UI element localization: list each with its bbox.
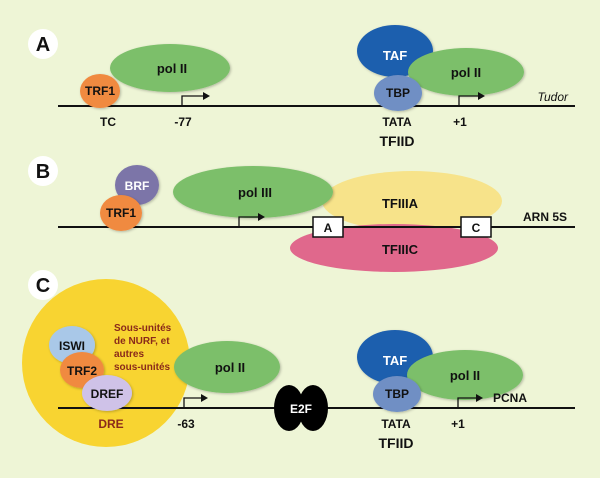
pol-ii-right-a [408, 48, 524, 96]
taf-a-label: TAF [383, 48, 407, 63]
tss-arrow-c-left-icon [183, 394, 208, 408]
box-c-label: C [472, 221, 481, 235]
trf1-b [100, 195, 142, 231]
panel-c-letter: C [36, 275, 50, 297]
nurf-circle [22, 279, 190, 447]
gene-tudor: Tudor [538, 90, 569, 104]
trf2-label: TRF2 [67, 364, 97, 378]
panel-b-badge [28, 156, 58, 186]
e2f-label: E2F [290, 402, 312, 416]
pol-ii-right-c [407, 350, 523, 400]
tss-arrow-a-right-icon [458, 92, 485, 106]
iswi-label: ISWI [59, 339, 85, 353]
pol-ii-left-c [174, 341, 280, 393]
panel-b-letter: B [36, 161, 50, 183]
panel-c-badge [28, 270, 58, 300]
tfiid-a: TFIID [380, 133, 415, 149]
taf-c-label: TAF [383, 353, 407, 368]
tbp-a-label: TBP [386, 86, 410, 100]
pol-ii-left-c-label: pol II [215, 360, 245, 375]
tss-arrow-b-icon [238, 213, 265, 227]
pol-ii-right-a-label: pol II [451, 65, 481, 80]
panel-a-badge [28, 29, 58, 59]
tss-arrow-c-right-icon [457, 394, 483, 408]
tfiiic-label: TFIIIC [382, 242, 419, 257]
panel-a-letter: A [36, 34, 50, 56]
tbp-a [374, 75, 422, 111]
dref [82, 375, 132, 411]
plus1-a: +1 [453, 115, 467, 129]
tc-label: TC [100, 115, 116, 129]
tata-c: TATA [381, 417, 411, 431]
e2f [274, 385, 328, 431]
tfiiia [322, 171, 502, 231]
tss-arrow-a-left-icon [181, 92, 210, 106]
dref-label: DREF [91, 387, 124, 401]
box-a [312, 216, 344, 238]
pol-ii-left-a [110, 44, 230, 92]
nurf-text-line-3: autres [114, 349, 144, 360]
pos-minus77: -77 [174, 115, 192, 129]
gene-arn5s: ARN 5S [523, 210, 567, 224]
brf [115, 165, 159, 205]
nurf-text-line-2: de NURF, et [114, 336, 170, 347]
pos-minus63: -63 [177, 417, 195, 431]
box-c [460, 216, 492, 238]
pol-iii [173, 166, 333, 218]
trf1-a-label: TRF1 [85, 84, 115, 98]
box-a-label: A [324, 221, 333, 235]
tfiiia-label: TFIIIA [382, 196, 419, 211]
tbp-c-label: TBP [385, 387, 409, 401]
panel-b: B pol III BRF TRF1 TFIIIA TFIIIC A C ARN… [28, 156, 575, 272]
nurf-text: Sous-unités de NURF, et autres sous-unit… [114, 323, 174, 373]
pol-iii-label: pol III [238, 185, 272, 200]
trf1-b-label: TRF1 [106, 206, 136, 220]
plus1-c: +1 [451, 417, 465, 431]
tata-a: TATA [382, 115, 412, 129]
pol-ii-right-c-label: pol II [450, 368, 480, 383]
brf-label: BRF [125, 179, 150, 193]
nurf-text-line-1: Sous-unités [114, 323, 172, 334]
dre-label: DRE [98, 417, 123, 431]
trf1-a [80, 74, 120, 108]
tbp-c [373, 376, 421, 412]
panel-a: A pol II TRF1 TC -77 TAF pol II TBP Tudo… [28, 25, 575, 149]
pol-ii-left-a-label: pol II [157, 61, 187, 76]
nurf-text-line-4: sous-unités [114, 362, 171, 373]
panel-c: C Sous-unités de NURF, et autres sous-un… [22, 270, 575, 451]
gene-pcna: PCNA [493, 391, 527, 405]
tfiid-c: TFIID [379, 435, 414, 451]
